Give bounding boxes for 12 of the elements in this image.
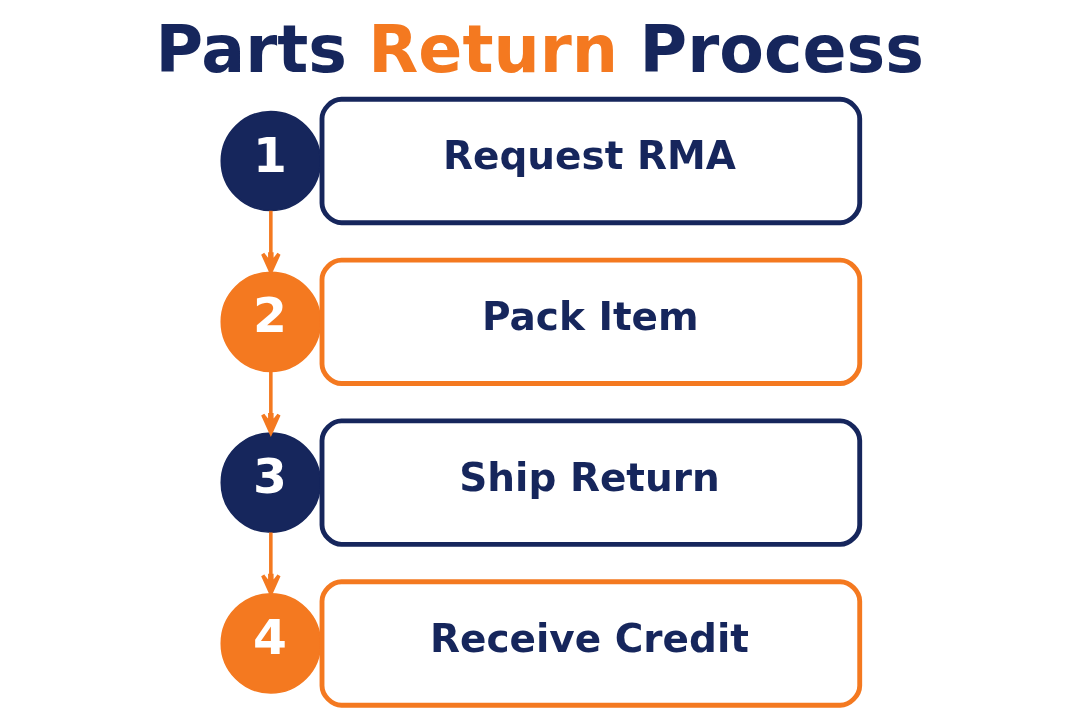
node-circle: 4	[220, 593, 321, 694]
node-circle: 1	[220, 110, 321, 212]
node-box: Ship Return	[319, 418, 862, 547]
node-box: Receive Credit	[319, 579, 862, 708]
node-box: Request RMA	[319, 96, 862, 226]
node-box: Pack Item	[319, 257, 862, 386]
node-circle: 3	[220, 432, 321, 533]
diagram-title: Parts Return Process	[154, 11, 924, 87]
arrow	[260, 532, 281, 596]
arrow	[260, 371, 281, 435]
node-circle: 2	[220, 271, 321, 373]
arrow	[260, 210, 281, 274]
